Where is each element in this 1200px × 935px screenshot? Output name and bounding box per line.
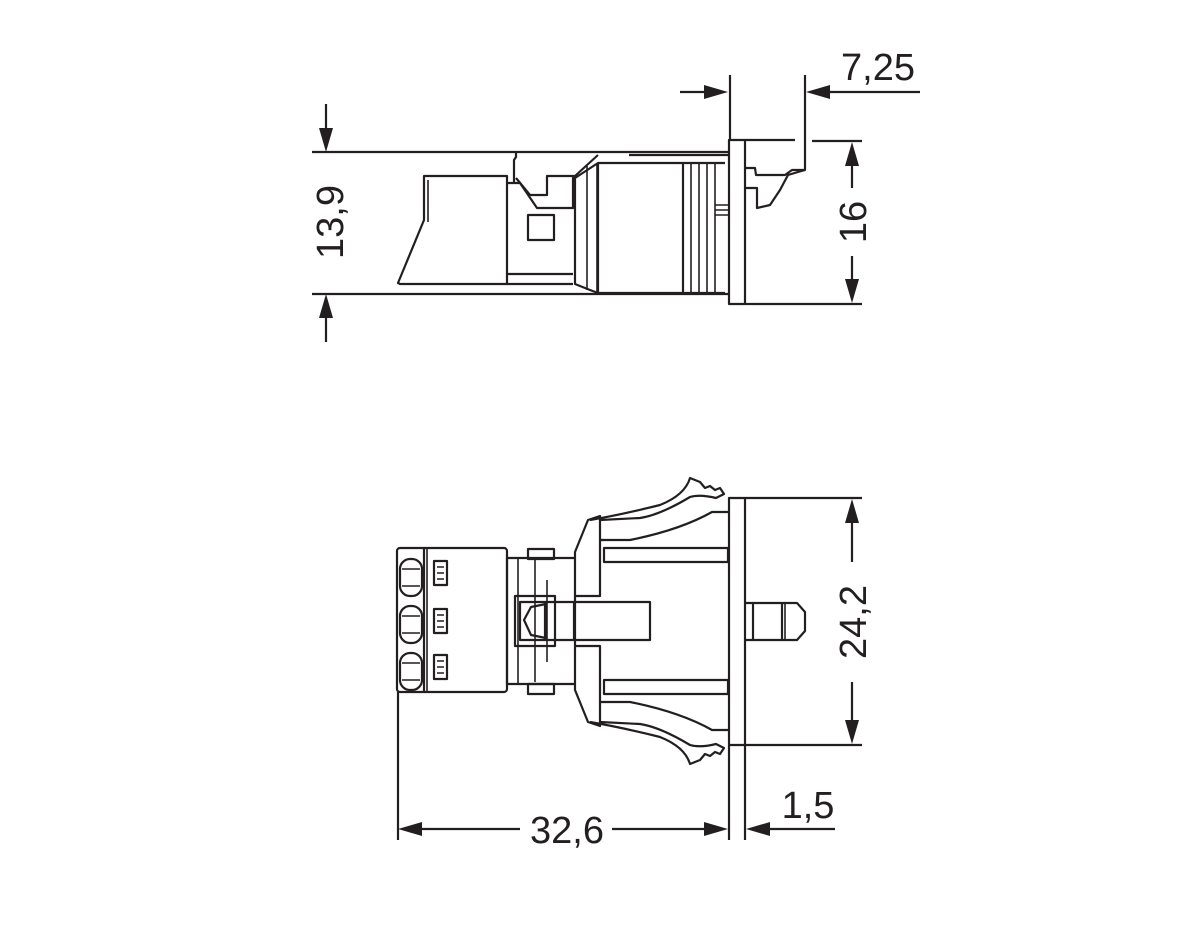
dimension-1-5: 1,5 — [746, 785, 835, 836]
release-slots — [432, 559, 449, 681]
dimension-label-13-9: 13,9 — [310, 185, 352, 259]
dimension-24-2: 24,2 — [745, 496, 875, 747]
dimension-16: 16 — [752, 139, 875, 306]
dimension-label-24-2: 24,2 — [833, 585, 875, 659]
top-view — [312, 75, 807, 306]
dimension-label-32-6: 32,6 — [530, 810, 604, 852]
dimension-7-25: 7,25 — [680, 47, 920, 99]
dimension-label-7-25: 7,25 — [841, 47, 915, 89]
dimension-32-6: 32,6 — [396, 692, 728, 852]
dimension-label-16: 16 — [833, 201, 875, 243]
dimension-13-9: 13,9 — [310, 104, 352, 342]
dimension-label-1-5: 1,5 — [782, 785, 835, 827]
wire-entry-holes — [398, 557, 424, 692]
front-view — [395, 476, 807, 840]
